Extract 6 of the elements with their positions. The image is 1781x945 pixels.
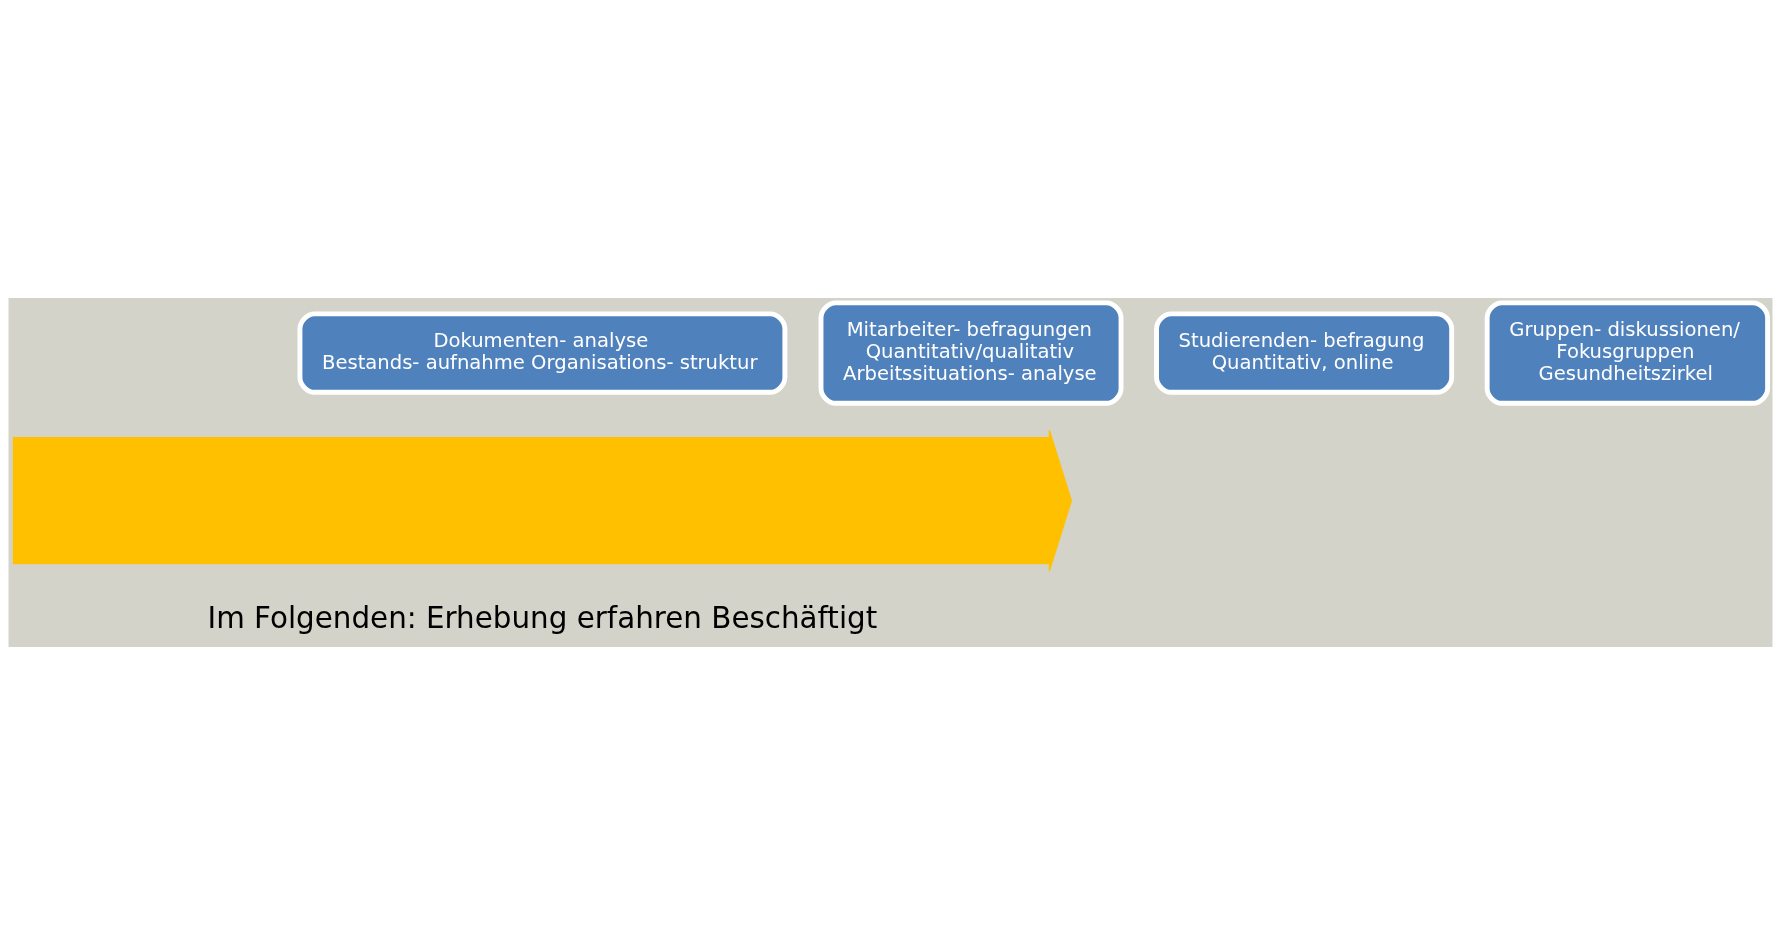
node-box: Dokumenten- analyse Bestands- aufnahme Organisations- struktur	[297, 311, 788, 395]
node-arrow	[12, 429, 1073, 572]
node-box: Studierenden- befragung Quantitativ, online	[1154, 311, 1455, 395]
label: Im Folgenden: Erhebung erfahren Beschäftigt	[207, 600, 878, 635]
node-box: Gruppen- diskussionen/ Fokusgruppen Gesundheitszirkel	[1484, 300, 1771, 406]
node-box: Mitarbeiter- befragungen Quantitativ/qualitativ Arbeitssituations- analyse	[818, 300, 1124, 406]
